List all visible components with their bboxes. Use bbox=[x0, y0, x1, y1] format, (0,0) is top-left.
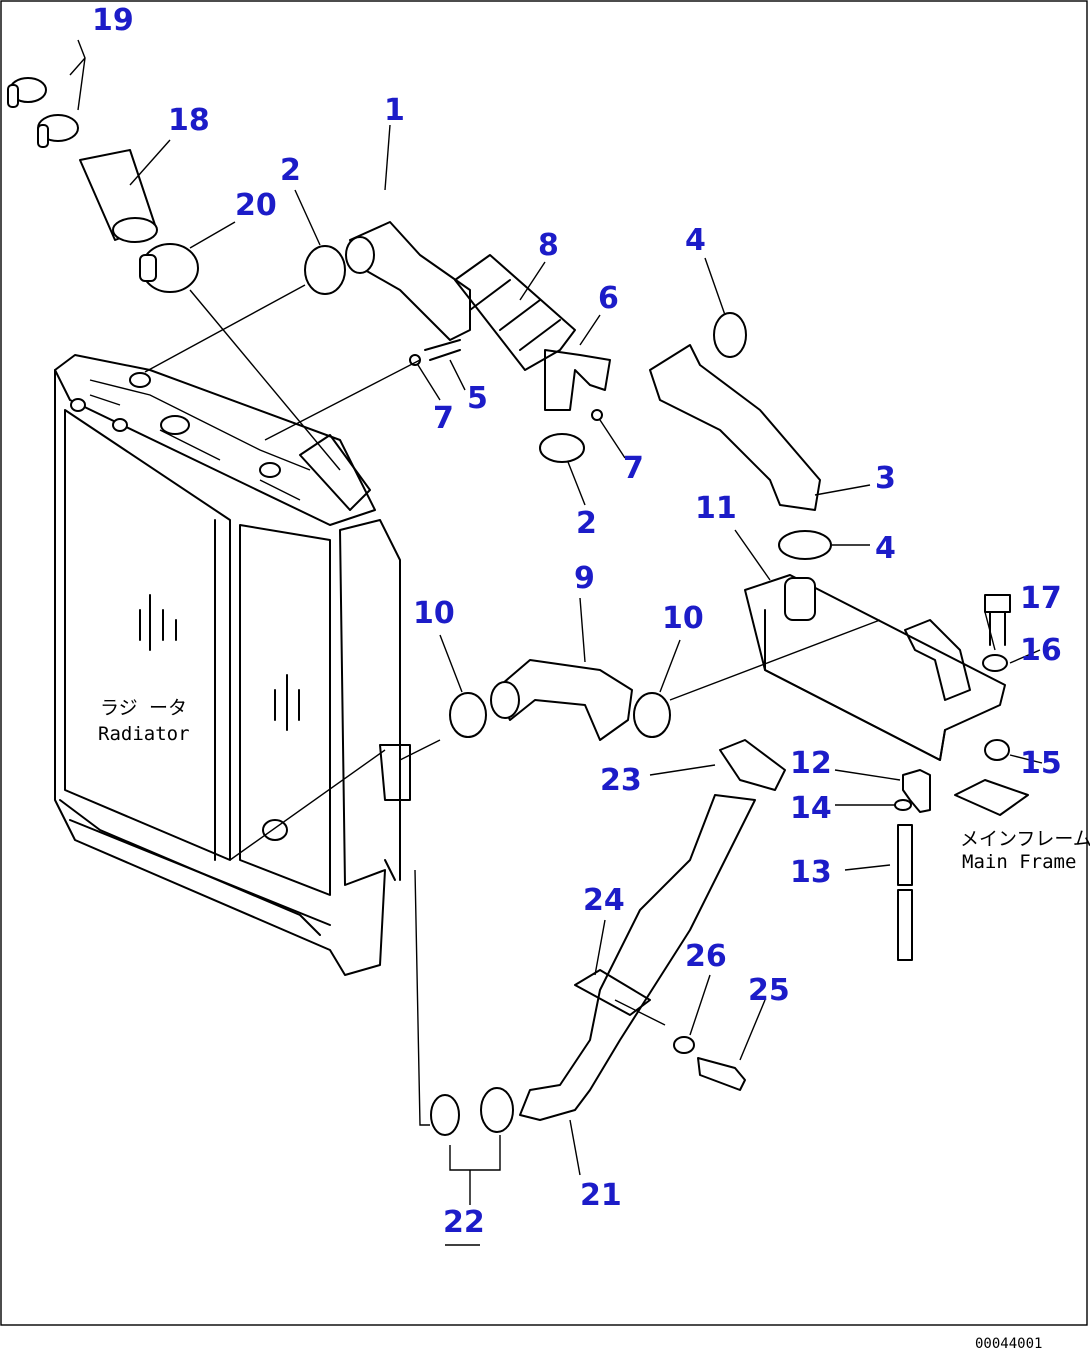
callout-26: 26 bbox=[685, 939, 727, 974]
elbow-6 bbox=[544, 349, 611, 411]
clamp-7b bbox=[591, 409, 603, 421]
tube-13-lower bbox=[897, 889, 913, 961]
callout-13: 13 bbox=[790, 855, 832, 890]
hose-1 bbox=[349, 221, 471, 341]
callout-8: 8 bbox=[538, 228, 559, 263]
callout-11: 11 bbox=[695, 491, 737, 526]
callout-19: 19 bbox=[92, 3, 134, 38]
plug-23 bbox=[719, 739, 786, 791]
callout-23: 23 bbox=[600, 763, 642, 798]
leader-lines bbox=[69, 39, 1043, 1246]
bolt-17 bbox=[984, 594, 1011, 646]
radiator-en-label: Radiator bbox=[98, 723, 190, 745]
main-frame-plate bbox=[954, 779, 1029, 816]
clip-14 bbox=[894, 799, 912, 811]
callout-4-upper: 4 bbox=[685, 223, 706, 258]
callout-7-left: 7 bbox=[433, 401, 454, 436]
clamp-10-right bbox=[633, 692, 671, 738]
bolt-5 bbox=[424, 339, 461, 361]
nut-15 bbox=[984, 739, 1010, 761]
callout-14: 14 bbox=[790, 791, 832, 826]
callout-16: 16 bbox=[1020, 633, 1062, 668]
hose-3 bbox=[649, 344, 821, 511]
band-24 bbox=[574, 969, 651, 1016]
callout-4-lower: 4 bbox=[875, 531, 896, 566]
callout-2-upper: 2 bbox=[280, 153, 301, 188]
clamp-22-left bbox=[430, 1094, 460, 1136]
figure-code: 00044001 bbox=[975, 1336, 1042, 1352]
clamp-22-right bbox=[480, 1087, 514, 1133]
callout-17: 17 bbox=[1020, 581, 1062, 616]
callout-5: 5 bbox=[467, 381, 488, 416]
radiator bbox=[54, 354, 411, 976]
hose-9 bbox=[494, 659, 633, 741]
clamp-10-left bbox=[449, 692, 487, 738]
clamp-4-lower bbox=[778, 530, 832, 560]
callout-10-left: 10 bbox=[413, 596, 455, 631]
callout-6: 6 bbox=[598, 281, 619, 316]
callout-12: 12 bbox=[790, 746, 832, 781]
callout-7-right: 7 bbox=[623, 451, 644, 486]
bolt-25 bbox=[697, 1057, 746, 1091]
callout-3: 3 bbox=[875, 461, 896, 496]
callout-20: 20 bbox=[235, 188, 277, 223]
hose-21 bbox=[519, 794, 756, 1121]
callout-10-right: 10 bbox=[662, 601, 704, 636]
callout-25: 25 bbox=[748, 973, 790, 1008]
tube-13-upper bbox=[897, 824, 913, 886]
hose-radiator-top bbox=[299, 434, 371, 511]
callout-22: 22 bbox=[443, 1205, 485, 1240]
washer-26 bbox=[673, 1036, 695, 1054]
washer-16 bbox=[982, 654, 1008, 672]
callout-15: 15 bbox=[1020, 746, 1062, 781]
bracket-12 bbox=[902, 769, 931, 813]
clamp-2-lower bbox=[539, 433, 585, 463]
callout-21: 21 bbox=[580, 1178, 622, 1213]
clamp-4-upper bbox=[713, 312, 747, 358]
callout-24: 24 bbox=[583, 883, 625, 918]
frame-jp-label: メインフレーム bbox=[960, 828, 1090, 850]
callout-18: 18 bbox=[168, 103, 210, 138]
callout-1: 1 bbox=[384, 93, 405, 128]
reserve-tank-11 bbox=[744, 574, 1006, 761]
clamp-2-upper bbox=[304, 245, 346, 295]
callout-9: 9 bbox=[574, 561, 595, 596]
frame-en-label: Main Frame bbox=[962, 851, 1076, 873]
radiator-jp-label: ラジ ータ bbox=[100, 697, 187, 719]
callout-2-lower: 2 bbox=[576, 506, 597, 541]
diagram-border bbox=[0, 0, 1088, 1326]
hose-guard-8 bbox=[454, 254, 576, 371]
clamp-19 bbox=[7, 77, 79, 148]
